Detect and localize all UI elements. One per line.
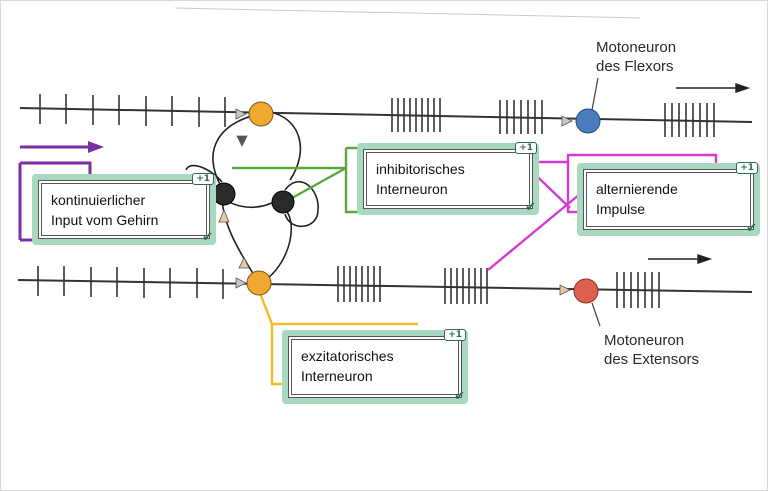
label-motoneuron-extensor: Motoneuron des Extensors xyxy=(604,331,699,369)
extensor-pointer xyxy=(591,302,601,327)
lower-burst-1 xyxy=(337,266,381,302)
lower-axon-line xyxy=(17,279,753,293)
arrow-icon-brain xyxy=(88,141,104,153)
synapse-lower xyxy=(235,277,247,289)
neuron-motor-extensor xyxy=(573,278,599,304)
answer-text-box: alternierende Impulse xyxy=(583,169,754,230)
neuron-lower-excitatory xyxy=(246,270,272,296)
check-icon: ✔ xyxy=(454,389,465,404)
label-line: des Extensors xyxy=(604,351,700,368)
answer-card-brain-input[interactable]: kontinuierlicher Input vom Gehirn +1 ✔ xyxy=(32,173,216,245)
arrow-icon-lower xyxy=(648,254,713,264)
synapse-inter-b xyxy=(238,257,250,269)
neuron-inhibitory-right xyxy=(271,190,295,214)
answer-text-box: kontinuierlicher Input vom Gehirn xyxy=(38,180,210,239)
answer-line: alternierende xyxy=(596,181,678,197)
label-line: Motoneuron xyxy=(596,39,677,56)
answer-line: Input vom Gehirn xyxy=(51,212,159,228)
upper-burst-2 xyxy=(499,100,543,134)
synapse-inter-c xyxy=(236,135,248,147)
answer-text-box: inhibitorisches Interneuron xyxy=(363,149,533,209)
answer-card-alternating[interactable]: alternierende Impulse +1 ✔ xyxy=(577,162,760,236)
synapse-inter-a xyxy=(218,208,230,223)
neuron-upper-excitatory xyxy=(248,101,274,127)
neuron-motor-flexor xyxy=(575,108,601,134)
lower-burst-2 xyxy=(444,268,488,304)
upper-burst-3 xyxy=(664,103,715,137)
inhibitory-bracket xyxy=(232,146,372,214)
synapse-flexor xyxy=(561,115,573,127)
answer-line: Interneuron xyxy=(376,181,448,197)
label-line: Motoneuron xyxy=(604,332,685,349)
synapse-extensor xyxy=(559,284,571,296)
points-badge: +1 xyxy=(192,173,214,185)
lower-burst-3 xyxy=(616,272,660,308)
upper-left-spikes xyxy=(39,94,226,127)
arrow-icon-upper xyxy=(676,83,751,93)
answer-line: Impulse xyxy=(596,201,646,217)
label-line: des Flexors xyxy=(596,58,674,75)
label-motoneuron-flexor: Motoneuron des Flexors xyxy=(596,38,676,76)
answer-card-inhibitory[interactable]: inhibitorisches Interneuron +1 ✔ xyxy=(357,142,539,215)
answer-card-excitatory[interactable]: exzitatorisches Interneuron +1 ✔ xyxy=(282,329,468,404)
answer-line: inhibitorisches xyxy=(376,161,465,177)
points-badge: +1 xyxy=(515,142,537,154)
lower-left-spikes xyxy=(37,266,224,299)
points-badge: +1 xyxy=(444,329,466,341)
check-icon: ✔ xyxy=(746,221,757,236)
brain-input-bracket xyxy=(18,145,92,242)
points-badge: +1 xyxy=(736,162,758,174)
neuron-inhibitory-left xyxy=(212,182,236,206)
answer-text-box: exzitatorisches Interneuron xyxy=(288,336,462,398)
upper-axon-line xyxy=(19,107,753,123)
flexor-pointer xyxy=(591,77,599,111)
answer-line: Interneuron xyxy=(301,368,373,384)
check-icon: ✔ xyxy=(525,200,536,215)
upper-burst-1 xyxy=(391,98,441,132)
answer-line: kontinuierlicher xyxy=(51,192,146,208)
answer-line: exzitatorisches xyxy=(301,348,394,364)
synapse-upper xyxy=(235,108,247,120)
top-guide-line xyxy=(174,7,641,19)
check-icon: ✔ xyxy=(202,230,213,245)
